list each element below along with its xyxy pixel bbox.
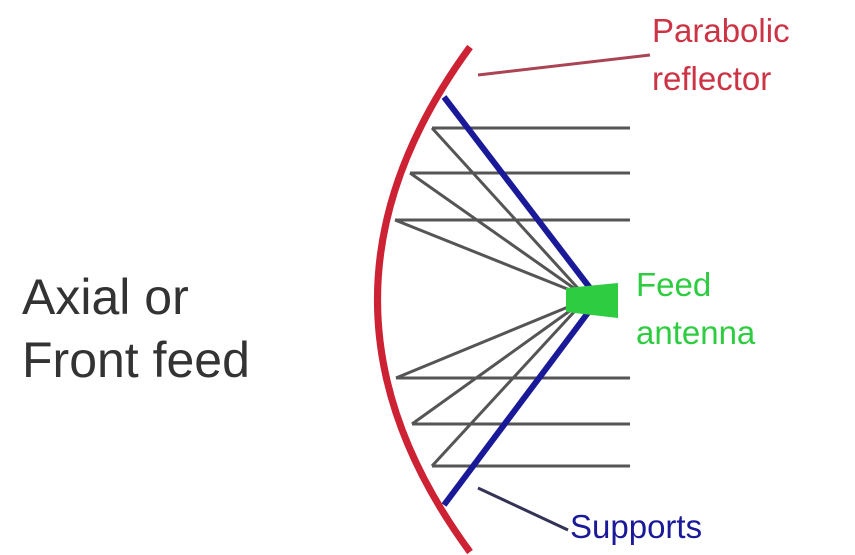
support-lower xyxy=(441,308,593,507)
supports-leader-line xyxy=(477,486,569,532)
reflected-ray-5 xyxy=(411,298,586,426)
feed-label-line2: antenna xyxy=(636,314,756,351)
reflected-ray-6 xyxy=(430,298,587,468)
diagram-title-line1: Axial or xyxy=(22,269,189,325)
reflected-ray-3 xyxy=(394,218,586,298)
supports-label: Supports xyxy=(570,508,703,545)
parabolic-reflector xyxy=(374,44,473,555)
supports xyxy=(441,95,593,507)
reflected-ray-1 xyxy=(430,126,587,298)
reflected-ray-2 xyxy=(409,171,586,298)
feed-antenna xyxy=(566,283,618,318)
support-upper xyxy=(441,95,593,290)
reflected-rays xyxy=(394,126,587,468)
reflected-ray-4 xyxy=(395,298,586,380)
reflector-label-line1: Parabolic xyxy=(652,12,790,49)
reflector-leader-line xyxy=(477,53,651,77)
diagram-title-line2: Front feed xyxy=(22,332,250,388)
parallel-rays xyxy=(395,126,630,468)
feed-label-line1: Feed xyxy=(636,266,712,303)
reflector-label-line2: reflector xyxy=(652,60,772,97)
